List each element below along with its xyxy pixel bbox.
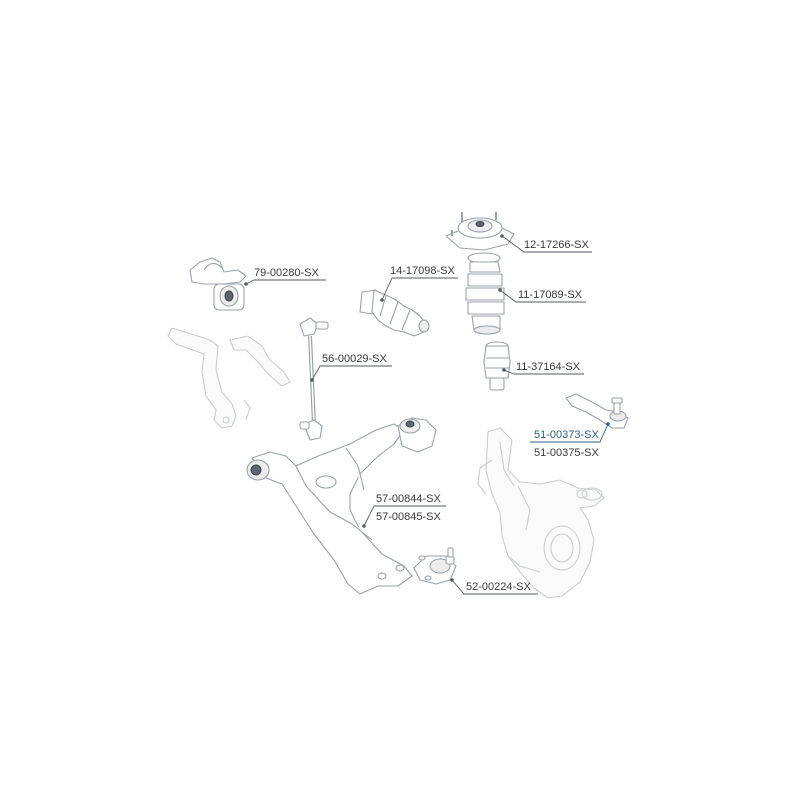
label-ball-joint[interactable]: 52-00224-SX xyxy=(466,581,531,593)
bump-stop-part xyxy=(483,341,511,391)
label-tie-rod-end-b[interactable]: 51-00375-SX xyxy=(534,447,599,459)
lower-control-arm-part xyxy=(246,417,437,595)
label-rack-boot[interactable]: 14-17098-SX xyxy=(390,265,455,277)
rack-boot-part xyxy=(359,289,430,337)
label-bump-stop[interactable]: 11-37164-SX xyxy=(516,361,581,373)
label-tie-rod-end-a[interactable]: 51-00373-SX xyxy=(534,429,599,441)
label-stabilizer-link[interactable]: 56-00029-SX xyxy=(322,353,387,365)
ball-joint-part xyxy=(413,547,457,585)
leader-lines xyxy=(244,234,610,595)
steering-knuckle xyxy=(477,427,605,599)
strut-mount-part xyxy=(445,212,515,251)
label-strut-mount[interactable]: 12-17266-SX xyxy=(524,239,589,251)
label-control-arm-a[interactable]: 57-00844-SX xyxy=(376,493,441,505)
label-stabilizer-bushing[interactable]: 79-00280-SX xyxy=(254,267,319,279)
stabilizer-bar xyxy=(167,327,291,429)
stabilizer-bushing-part xyxy=(189,257,247,311)
label-strut-boot[interactable]: 11-17089-SX xyxy=(518,289,583,301)
label-control-arm-b[interactable]: 57-00845-SX xyxy=(376,511,441,523)
strut-boot-part xyxy=(465,252,505,335)
stabilizer-link-part xyxy=(299,317,329,441)
tie-rod-end-part xyxy=(565,393,629,429)
